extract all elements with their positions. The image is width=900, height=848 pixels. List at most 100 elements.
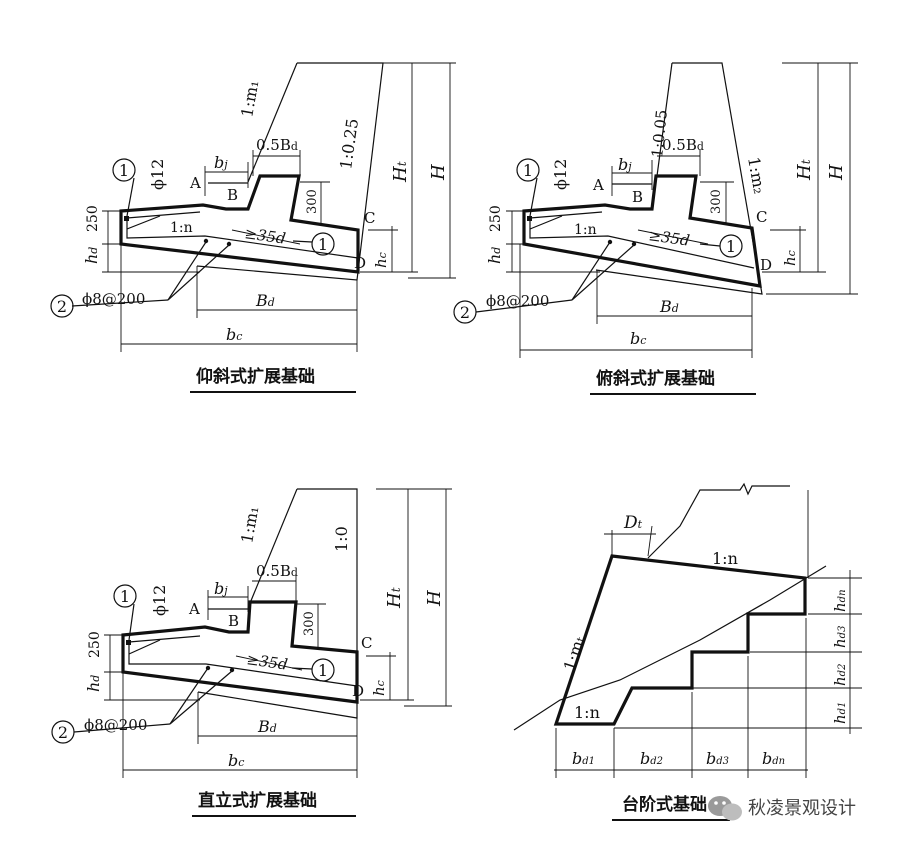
slope-base: 1:n (170, 220, 193, 236)
dt-label: Dt (623, 513, 643, 533)
callout-circle-2 (50, 294, 74, 318)
foundation-outline (522, 174, 762, 288)
bj-label: bj (214, 153, 228, 172)
callout-2-label: 2 (57, 297, 67, 316)
hd-label: hd (82, 247, 101, 264)
bd-label: Bd (659, 297, 679, 316)
hd3-label: hd3 (831, 626, 849, 648)
phi12-label: ϕ12 (150, 585, 169, 616)
callout-1b-label: 1 (318, 661, 328, 680)
bd2-label: bd2 (640, 749, 663, 768)
callout-circle-1-right (311, 232, 335, 256)
wall-outline (196, 62, 384, 281)
stepped-foundation-outline (553, 554, 807, 726)
point-b: B (227, 186, 238, 204)
ht-label: Ht (384, 587, 405, 609)
hc-label: hc (781, 250, 799, 266)
bdn-label: bdn (762, 749, 785, 768)
dim-250: 250 (488, 205, 504, 232)
callout-circle-1-top (112, 158, 136, 182)
panel-reclined-foundation: 1 1 2 ϕ12 250 hd A B C D bj 0.5Bd 300 1:… (50, 62, 456, 393)
h-label: H (424, 590, 445, 607)
slope-back: 1:0 (332, 526, 351, 552)
callout-2-label: 2 (460, 303, 470, 322)
phi12-label: ϕ12 (551, 159, 570, 190)
slope-front: 1:m₁ (237, 505, 262, 545)
panel-caption: 直立式扩展基础 (198, 790, 317, 811)
rebar-label: ϕ8@200 (486, 292, 549, 310)
lap-length: ≥35d (647, 226, 690, 250)
point-a: A (188, 600, 200, 618)
callout-1-label: 1 (523, 161, 533, 180)
watermark-text: 秋凌景观设计 (748, 798, 856, 819)
callout-1-label: 1 (120, 587, 130, 606)
panel-caption: 仰斜式扩展基础 (196, 366, 315, 387)
dim-250: 250 (87, 631, 103, 658)
point-a: A (592, 176, 604, 194)
wall-outline (197, 488, 358, 719)
dim-250: 250 (85, 205, 101, 232)
point-d: D (352, 682, 364, 700)
foundation-outline (119, 174, 360, 274)
lap-length: ≥35d (243, 224, 286, 248)
bd-label: Bd (255, 291, 275, 310)
ht-label: Ht (390, 161, 411, 183)
slope-bottom: 1:n (574, 703, 600, 722)
point-c: C (364, 209, 375, 227)
h-label: H (826, 164, 847, 181)
h-label: H (428, 164, 449, 181)
point-b: B (632, 188, 643, 206)
dim-300: 300 (709, 189, 724, 214)
callout-1b-label: 1 (318, 235, 328, 254)
watermark: 秋凌景观设计 (708, 796, 856, 821)
callout-1-label: 1 (119, 161, 129, 180)
callout-2-label: 2 (58, 723, 68, 742)
slope-front: 1:0.05 (648, 109, 671, 159)
wall-outline (595, 62, 763, 295)
slope-left: 1:mt (560, 633, 589, 673)
ground-profile (647, 482, 790, 559)
point-a: A (189, 174, 201, 192)
rebar-label: ϕ8@200 (84, 716, 147, 734)
lap-length: ≥35d (245, 650, 288, 674)
slope-front: 1:m₁ (237, 79, 262, 119)
rebar-label: ϕ8@200 (82, 290, 145, 308)
panel-caption: 俯斜式扩展基础 (596, 368, 715, 389)
point-d: D (760, 256, 772, 274)
hd-label: hd (485, 247, 504, 264)
ht-label: Ht (794, 159, 815, 181)
rebar-inner (126, 218, 359, 259)
half-bd-label: 0.5Bd (256, 136, 298, 154)
slope-base: 1:n (574, 222, 597, 238)
half-bd-label: 0.5Bd (256, 562, 298, 580)
callout-1b-label: 1 (726, 237, 736, 256)
point-b: B (228, 612, 239, 630)
dim-300: 300 (302, 611, 317, 636)
panel-vertical-foundation: 1 1 2 ϕ12 250 hd A B C D bj 0.5Bd 300 ≥3… (51, 488, 452, 817)
bc-label: bc (630, 329, 646, 348)
dim-300: 300 (305, 189, 320, 214)
slope-back: 1:0.25 (336, 117, 362, 170)
foundation-outline (121, 600, 359, 704)
slope-back: 1:m₂ (744, 155, 769, 195)
bc-label: bc (228, 751, 244, 770)
hc-label: hc (372, 252, 390, 268)
point-c: C (756, 208, 767, 226)
panel-stepped-foundation: Dt 1:n 1:mt 1:n hdn hd3 hd2 hd1 bd1 bd2 … (513, 482, 862, 821)
bd-label: Bd (257, 717, 277, 736)
panel-inclined-foundation: 1 1 2 ϕ12 250 hd A B C D bj 0.5Bd 300 1:… (453, 62, 858, 395)
bj-label: bj (618, 155, 632, 174)
half-bd-label: 0.5Bd (662, 136, 704, 154)
hd-label: hd (84, 675, 103, 692)
hc-label: hc (370, 680, 388, 696)
bd1-label: bd1 (572, 749, 595, 768)
point-c: C (361, 634, 372, 652)
wechat-icon (708, 796, 742, 821)
bj-label: bj (214, 579, 228, 598)
hd2-label: hd2 (831, 664, 849, 686)
bd3-label: bd3 (706, 749, 729, 768)
hdn-label: hdn (831, 589, 849, 612)
phi12-label: ϕ12 (148, 159, 167, 190)
bc-label: bc (226, 325, 242, 344)
